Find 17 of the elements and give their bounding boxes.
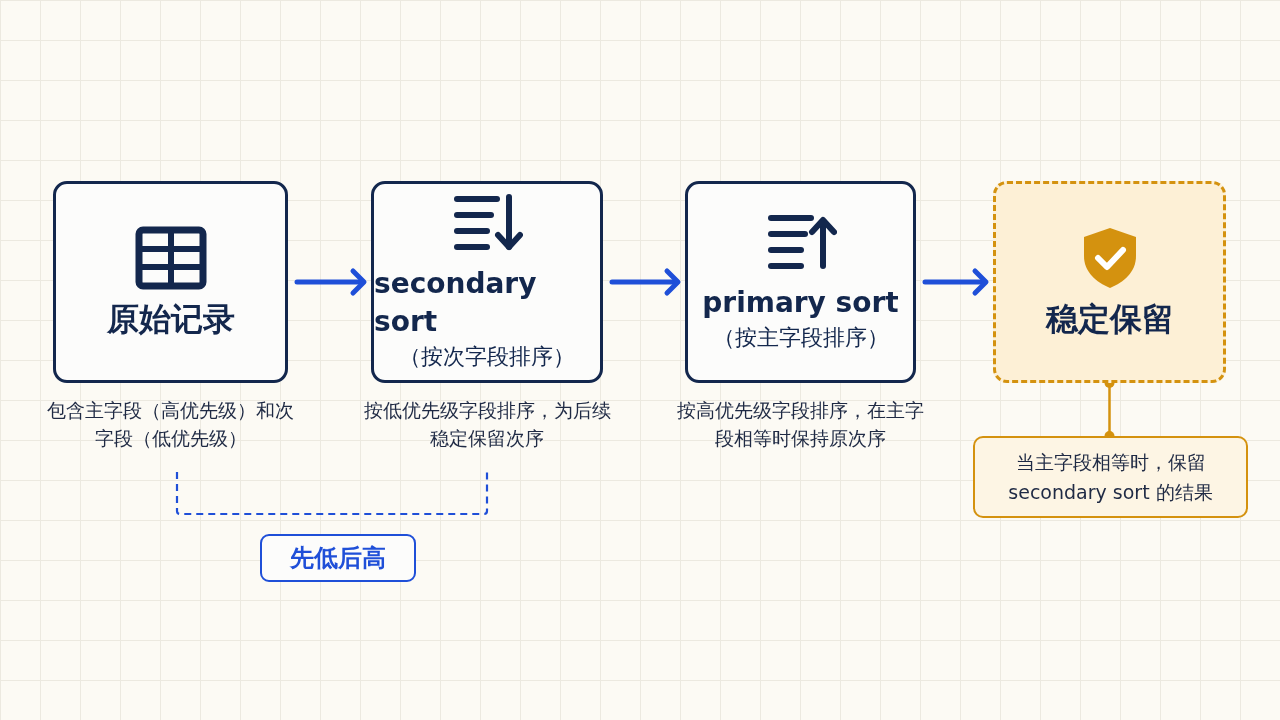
description-text: 按低优先级字段排序，为后续稳定保留次序 (362, 398, 612, 451)
tag-text: 先低后高 (290, 543, 386, 574)
note-box (973, 436, 1248, 518)
arrow (609, 268, 681, 296)
box-title: 原始记录 (106, 300, 235, 338)
note-text: 当主字段相等时，保留 secondary sort 的结果 (1007, 450, 1214, 505)
box-title: secondary sort (374, 266, 538, 340)
box-subtitle: （按主字段排序） (712, 324, 889, 352)
box-subtitle: （按次字段排序） (399, 343, 575, 371)
arrow (294, 268, 367, 296)
box-title: primary sort (702, 285, 899, 321)
arrow (922, 268, 989, 296)
description-text: 包含主字段（高优先级）和次字段（低优先级） (46, 398, 295, 451)
tag-box (260, 534, 416, 582)
description-text: 按高优先级字段排序，在主字段相等时保持原次序 (676, 398, 925, 451)
box-title: 稳定保留 (1045, 300, 1174, 338)
result-box (993, 181, 1226, 383)
